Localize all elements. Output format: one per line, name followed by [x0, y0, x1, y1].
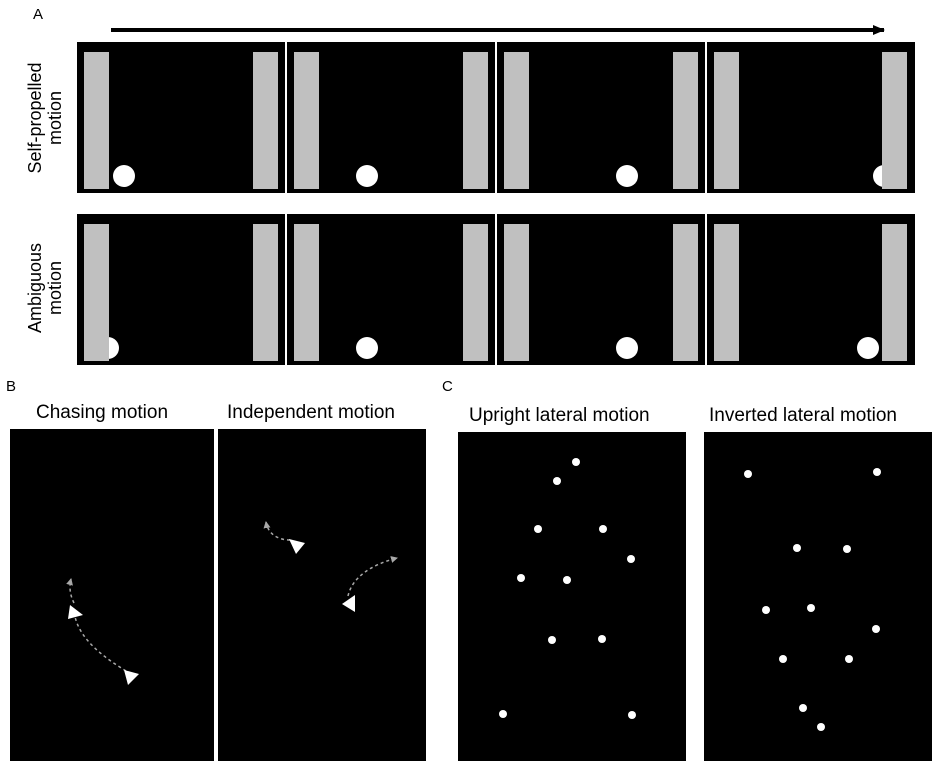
chasing-motion-title: Chasing motion [36, 402, 169, 423]
point-light-dot [807, 604, 815, 612]
point-light-dot [534, 525, 542, 533]
ball [857, 337, 879, 359]
frame-2 [287, 42, 495, 193]
point-light-dot [598, 635, 606, 643]
agent-triangle [342, 595, 355, 612]
frame-background [707, 214, 915, 365]
ball [616, 165, 638, 187]
left-occluder [504, 52, 529, 189]
point-light-dot [553, 477, 561, 485]
point-light-dot [628, 711, 636, 719]
point-light-dot [499, 710, 507, 718]
point-light-dot [744, 470, 752, 478]
point-light-dot [563, 576, 571, 584]
frame-4 [707, 42, 915, 193]
frame-background [77, 42, 285, 193]
left-occluder [504, 224, 529, 361]
left-occluder [714, 224, 739, 361]
independent-motion-panel [218, 429, 426, 761]
ball [356, 337, 378, 359]
frame-3 [497, 42, 705, 193]
left-occluder [84, 224, 109, 361]
point-light-dot [627, 555, 635, 563]
right-occluder [253, 52, 278, 189]
point-light-dot [799, 704, 807, 712]
right-occluder [673, 52, 698, 189]
point-light-dot [793, 544, 801, 552]
frame-4 [707, 214, 915, 365]
panel-background [704, 432, 932, 761]
frame-background [287, 42, 495, 193]
agent-triangle [289, 539, 305, 554]
right-occluder [882, 224, 907, 361]
panel-a-letter: A [33, 6, 44, 23]
point-light-dot [762, 606, 770, 614]
panel-c-letter: C [442, 378, 453, 395]
right-occluder [673, 224, 698, 361]
right-occluder [463, 224, 488, 361]
frame-1 [77, 214, 285, 365]
independent-path [263, 521, 291, 541]
point-light-dot [517, 574, 525, 582]
self-propelled-row [77, 42, 915, 193]
frame-background [287, 214, 495, 365]
frame-1 [77, 42, 285, 193]
chase-path [66, 578, 75, 604]
point-light-dot [843, 545, 851, 553]
ambiguous-row [77, 214, 915, 365]
point-light-dot [548, 636, 556, 644]
upright-lateral-motion-title: Upright lateral motion [469, 405, 650, 426]
ball [113, 165, 135, 187]
point-light-dot [572, 458, 580, 466]
frame-background [497, 42, 705, 193]
left-occluder [714, 52, 739, 189]
point-light-dot [817, 723, 825, 731]
upright-lateral-panel [458, 432, 686, 761]
ball [356, 165, 378, 187]
panel-background [10, 429, 214, 761]
frame-2 [287, 214, 495, 365]
right-occluder [882, 52, 907, 189]
ball [616, 337, 638, 359]
left-occluder [294, 224, 319, 361]
target-triangle [124, 670, 139, 685]
independent-motion-title: Independent motion [227, 402, 395, 423]
frame-background [497, 214, 705, 365]
inverted-lateral-panel [704, 432, 932, 761]
chase-path [73, 609, 127, 672]
frame-3 [497, 214, 705, 365]
chasing-motion-panel [10, 429, 214, 761]
chaser-triangle [68, 605, 83, 619]
point-light-dot [845, 655, 853, 663]
right-occluder [463, 52, 488, 189]
panel-b-letter: B [6, 378, 17, 395]
panel-background [458, 432, 686, 761]
panel-background [218, 429, 426, 761]
inverted-lateral-motion-title: Inverted lateral motion [709, 405, 897, 426]
point-light-dot [599, 525, 607, 533]
point-light-dot [873, 468, 881, 476]
right-occluder [253, 224, 278, 361]
left-occluder [84, 52, 109, 189]
point-light-dot [779, 655, 787, 663]
point-light-dot [872, 625, 880, 633]
left-occluder [294, 52, 319, 189]
